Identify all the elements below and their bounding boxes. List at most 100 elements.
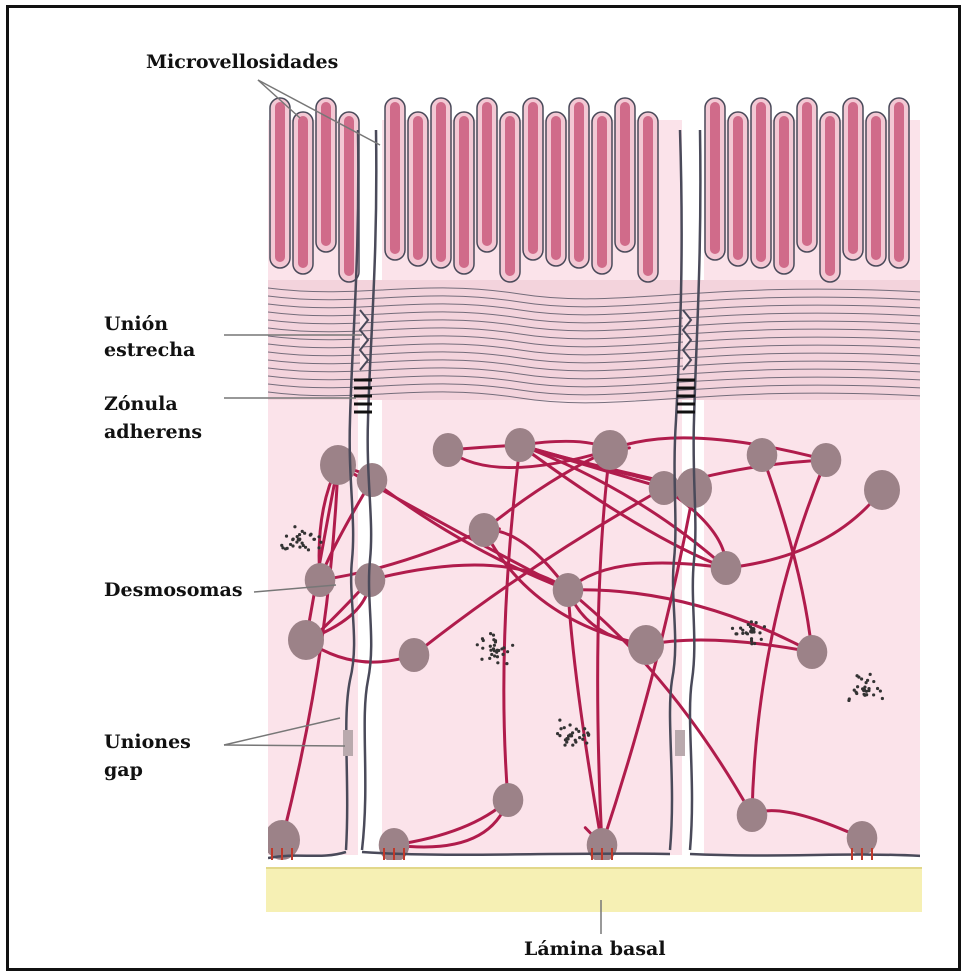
- microvillus-core: [436, 102, 446, 262]
- granule: [298, 545, 301, 548]
- granule: [493, 644, 496, 647]
- desmosome-plaque: [737, 798, 768, 832]
- granule: [731, 627, 734, 630]
- granule: [872, 693, 875, 696]
- granule: [881, 697, 884, 700]
- microvillus-core: [871, 116, 881, 260]
- microvillus-core: [505, 116, 515, 276]
- desmosome-plaque: [399, 638, 430, 672]
- desmosome-plaque: [592, 430, 628, 470]
- microvillus-core: [528, 102, 538, 254]
- granule: [745, 631, 748, 634]
- granule: [500, 647, 503, 650]
- granule: [309, 533, 312, 536]
- microvillus-core: [848, 102, 858, 254]
- granule: [741, 629, 744, 632]
- microvillus-core: [894, 102, 904, 262]
- gap-junction-left: [343, 730, 353, 756]
- label-basal-lamina: Lámina basal: [524, 938, 666, 960]
- granule: [496, 655, 499, 658]
- granule: [750, 628, 753, 631]
- granule: [295, 540, 298, 543]
- label-zonula-line2: adherens: [104, 421, 202, 443]
- microvillus-core: [802, 102, 812, 246]
- granule: [577, 730, 580, 733]
- granule: [489, 645, 492, 648]
- granule: [735, 632, 738, 635]
- microvillus-core: [825, 116, 835, 276]
- granule: [304, 546, 307, 549]
- microvillus-core: [756, 102, 766, 262]
- granule: [501, 653, 504, 656]
- granule: [750, 620, 753, 623]
- granule: [865, 693, 868, 696]
- granule: [307, 548, 310, 551]
- microvillus-core: [574, 102, 584, 262]
- gap-junction-right: [675, 730, 685, 756]
- granule: [581, 738, 584, 741]
- tight-junction-left: [360, 310, 368, 370]
- granule: [558, 734, 561, 737]
- granule: [559, 727, 562, 730]
- label-gap-line1: Uniones: [104, 731, 191, 753]
- granule: [291, 544, 294, 547]
- desmosome-plaque: [797, 635, 828, 669]
- granule: [317, 535, 320, 538]
- granule: [582, 734, 585, 737]
- granule: [488, 657, 491, 660]
- label-zonula-line1: Zónula: [104, 393, 178, 415]
- label-tight-junction-line2: estrecha: [104, 339, 195, 361]
- desmosome-plaque: [711, 551, 742, 585]
- granule: [867, 689, 870, 692]
- granule: [496, 661, 499, 664]
- granule: [876, 687, 879, 690]
- granule: [319, 541, 322, 544]
- granule: [854, 691, 857, 694]
- microvillus-core: [779, 116, 789, 268]
- granule: [760, 638, 763, 641]
- granule: [492, 648, 495, 651]
- microvillus-core: [413, 116, 423, 260]
- microvillus-core: [344, 116, 354, 276]
- granule: [298, 533, 301, 536]
- microvillus-core: [482, 102, 492, 246]
- granule: [301, 530, 304, 533]
- granule: [297, 538, 300, 541]
- granule: [506, 650, 509, 653]
- basal-lamina: [266, 868, 922, 912]
- granule: [575, 728, 578, 731]
- granule: [750, 639, 753, 642]
- granule: [495, 651, 498, 654]
- granule: [565, 741, 568, 744]
- granule: [583, 727, 586, 730]
- desmosome-plaque: [493, 783, 524, 817]
- microvillus-core: [551, 116, 561, 260]
- granule: [285, 535, 288, 538]
- desmosome-plaque: [505, 428, 536, 462]
- tight-junction-right: [683, 310, 691, 370]
- granule: [872, 680, 875, 683]
- granule: [476, 643, 479, 646]
- granule: [492, 634, 495, 637]
- granule: [574, 740, 577, 743]
- granule: [753, 642, 756, 645]
- microvillus-core: [321, 102, 331, 246]
- desmosome-plaque: [864, 470, 900, 510]
- desmosome-plaque: [747, 438, 778, 472]
- microvillus-core: [733, 116, 743, 260]
- granule: [755, 621, 758, 624]
- desmosome-plaque: [553, 573, 584, 607]
- granule: [578, 736, 581, 739]
- desmosome-plaque: [628, 625, 664, 665]
- granule: [866, 679, 869, 682]
- granule: [869, 673, 872, 676]
- desmosome-plaque: [357, 463, 388, 497]
- granule: [493, 654, 496, 657]
- microvillus-core: [620, 102, 630, 246]
- microvillus-core: [390, 102, 400, 254]
- desmosome-plaque: [288, 620, 324, 660]
- microvillus-core: [710, 102, 720, 254]
- granule: [490, 653, 493, 656]
- granule: [587, 733, 590, 736]
